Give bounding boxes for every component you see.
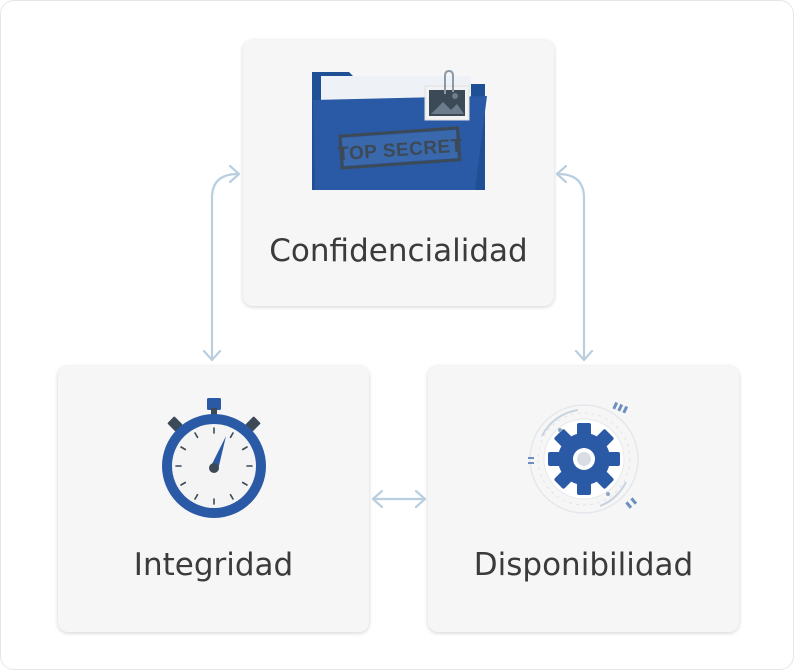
node-confidentiality: TOP SECRET Confidencialidad	[243, 40, 554, 306]
arrowhead-left-bottom	[371, 489, 384, 509]
node-label-confidentiality: Confidencialidad	[269, 233, 528, 269]
arrowhead-bottom-right	[574, 349, 594, 362]
node-label-availability: Disponibilidad	[473, 547, 694, 583]
stopwatch-icon	[162, 398, 266, 518]
gear-icon	[528, 401, 639, 514]
arrowhead-bottom-left	[202, 349, 222, 362]
arrowhead-top-left	[228, 164, 241, 184]
arrow-confidentiality-availability	[556, 172, 586, 360]
arrowhead-top-right	[555, 164, 568, 184]
top-secret-folder-icon: TOP SECRET	[312, 69, 487, 190]
arrow-confidentiality-integrity	[210, 172, 240, 360]
node-availability: Disponibilidad	[428, 366, 739, 632]
node-integrity: Integridad	[58, 366, 369, 632]
arrowhead-right-bottom	[414, 489, 427, 509]
node-label-integrity: Integridad	[133, 547, 294, 583]
